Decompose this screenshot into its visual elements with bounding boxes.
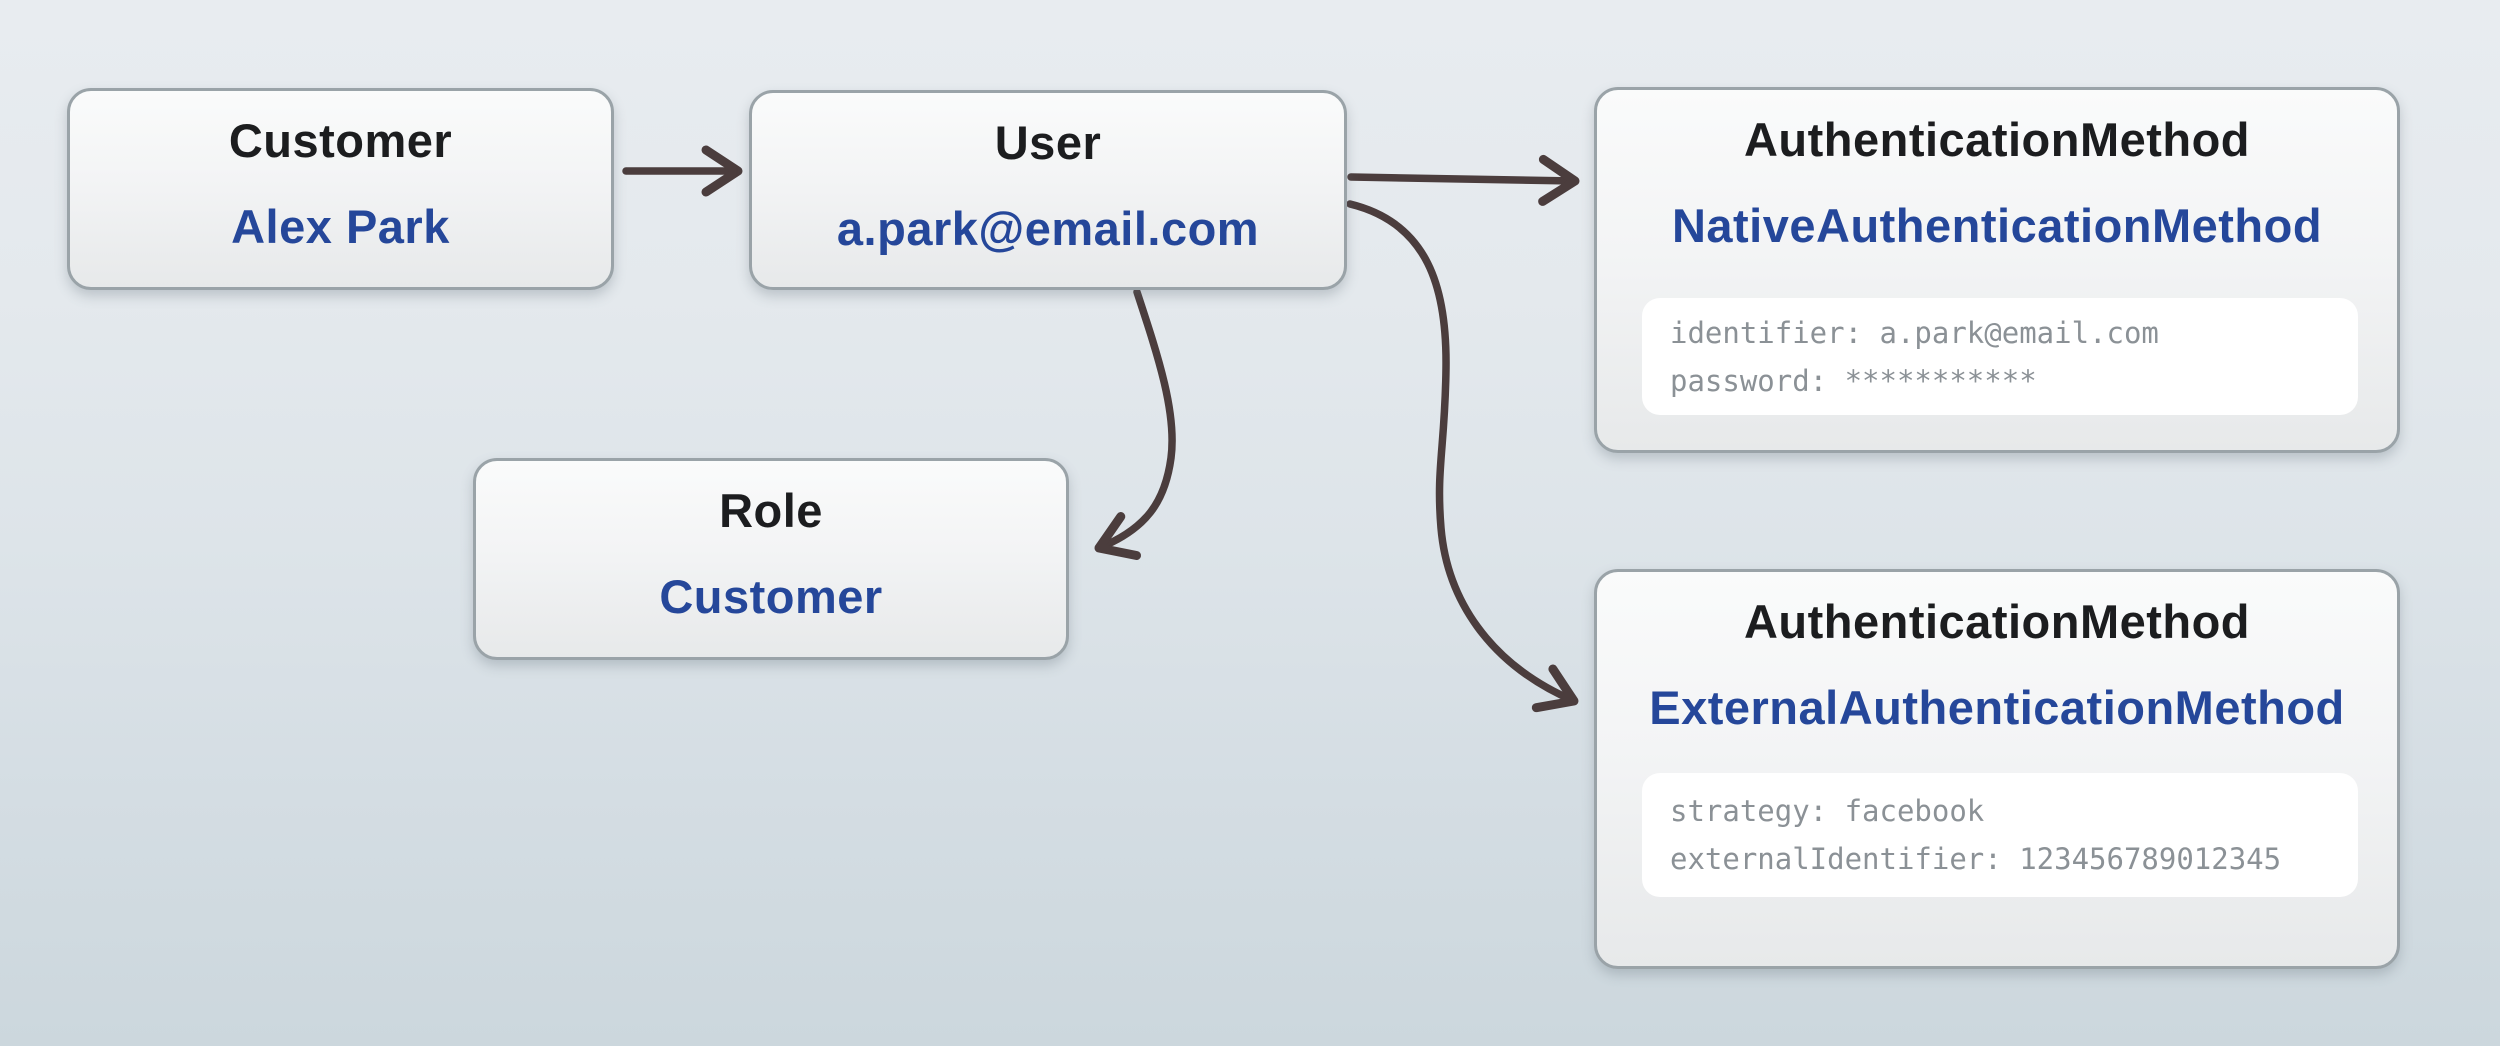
- edge-user-to-role-arrow: [1094, 288, 1176, 560]
- edge-user-to-external-auth-arrow: [1346, 200, 1579, 713]
- node-role: Role Customer: [473, 458, 1069, 660]
- node-native-authentication-method: AuthenticationMethod NativeAuthenticatio…: [1594, 87, 2400, 453]
- node-native-auth-title: AuthenticationMethod: [1743, 113, 2251, 166]
- external-auth-strategy-line: strategy: facebook: [1670, 794, 1985, 828]
- external-auth-identifier-line: externalIdentifier: 123456789012345: [1670, 842, 2282, 876]
- native-auth-password-line: password: ***********: [1670, 363, 2037, 398]
- native-auth-attributes-panel: identifier: a.park@email.com password: *…: [1642, 298, 2358, 415]
- node-user: User a.park@email.com: [749, 90, 1347, 290]
- external-auth-attributes-panel: strategy: facebook externalIdentifier: 1…: [1642, 773, 2358, 897]
- node-customer-title: Customer: [228, 114, 453, 167]
- node-external-authentication-method: AuthenticationMethod ExternalAuthenticat…: [1594, 569, 2400, 969]
- edge-user-to-native-auth-arrow: [1347, 154, 1580, 206]
- node-role-title: Role: [719, 484, 823, 537]
- node-customer-value: Alex Park: [231, 200, 450, 253]
- node-external-auth-title: AuthenticationMethod: [1743, 595, 2251, 648]
- node-user-title: User: [994, 116, 1102, 169]
- native-auth-identifier-line: identifier: a.park@email.com: [1670, 315, 2159, 350]
- node-native-auth-value: NativeAuthenticationMethod: [1671, 199, 2323, 252]
- node-user-value: a.park@email.com: [836, 202, 1260, 255]
- node-external-auth-value: ExternalAuthenticationMethod: [1649, 681, 2345, 734]
- node-customer: Customer Alex Park: [67, 88, 614, 290]
- node-role-value: Customer: [659, 570, 883, 623]
